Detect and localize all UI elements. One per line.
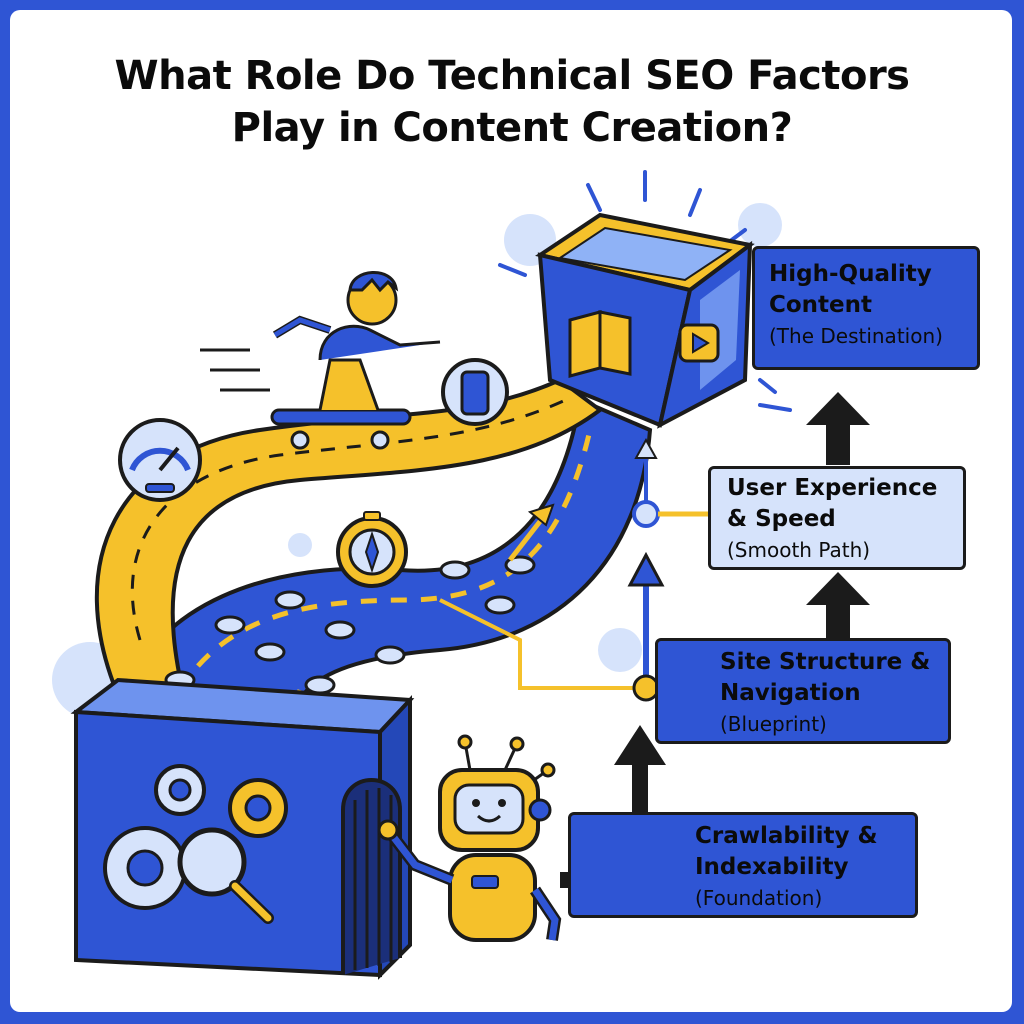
gear-icon [228, 778, 288, 838]
stage-ux-line-2: & Speed [727, 506, 836, 532]
skateboarder [200, 271, 441, 450]
up-arrow [508, 513, 547, 562]
title-line-1: What Role Do Technical SEO Factors [114, 53, 911, 99]
stage-structure-line-1: Site Structure & [720, 649, 931, 675]
content-cube [498, 170, 792, 429]
path-dashes [177, 429, 593, 692]
stage-crawl-line-2: Indexability [695, 854, 849, 880]
stage-crawlability: Crawlability & Indexability (Foundation) [568, 812, 918, 918]
up-arrow-head [527, 503, 555, 527]
title-line-2: Play in Content Creation? [231, 105, 793, 151]
page-title: What Role Do Technical SEO Factors Play … [0, 50, 1024, 154]
gate [341, 778, 402, 975]
stage-user-experience: User Experience & Speed (Smooth Path) [708, 466, 966, 570]
stage-site-structure: Site Structure & Navigation (Blueprint) [655, 638, 951, 744]
sitemap-nodes [164, 555, 536, 695]
ramp-dashes [130, 396, 571, 641]
glow-rays [498, 170, 792, 412]
gear-icon [154, 764, 206, 816]
stage-structure-line-2: Navigation [720, 680, 861, 706]
stage-ux-line-3: (Smooth Path) [727, 538, 871, 562]
stage-ux-line-1: User Experience [727, 475, 938, 501]
stage-content: High-Quality Content (The Destination) [752, 246, 980, 370]
speedometer-icon [118, 418, 202, 502]
smartphone-icon [441, 358, 509, 426]
stage-crawl-line-3: (Foundation) [695, 886, 823, 910]
stage-crawl-line-1: Crawlability & [695, 823, 878, 849]
robot [377, 734, 562, 942]
magnifier-icon [177, 827, 274, 924]
stage-structure-line-3: (Blueprint) [720, 712, 827, 736]
book-icon [568, 310, 632, 378]
stage-content-line-1: High-Quality [769, 261, 932, 287]
compass-icon [336, 511, 408, 588]
foundation-box [70, 677, 415, 980]
gear-icon [103, 826, 187, 910]
play-icon [678, 323, 720, 363]
stage-content-line-3: (The Destination) [769, 324, 943, 348]
stage-content-line-2: Content [769, 292, 873, 318]
